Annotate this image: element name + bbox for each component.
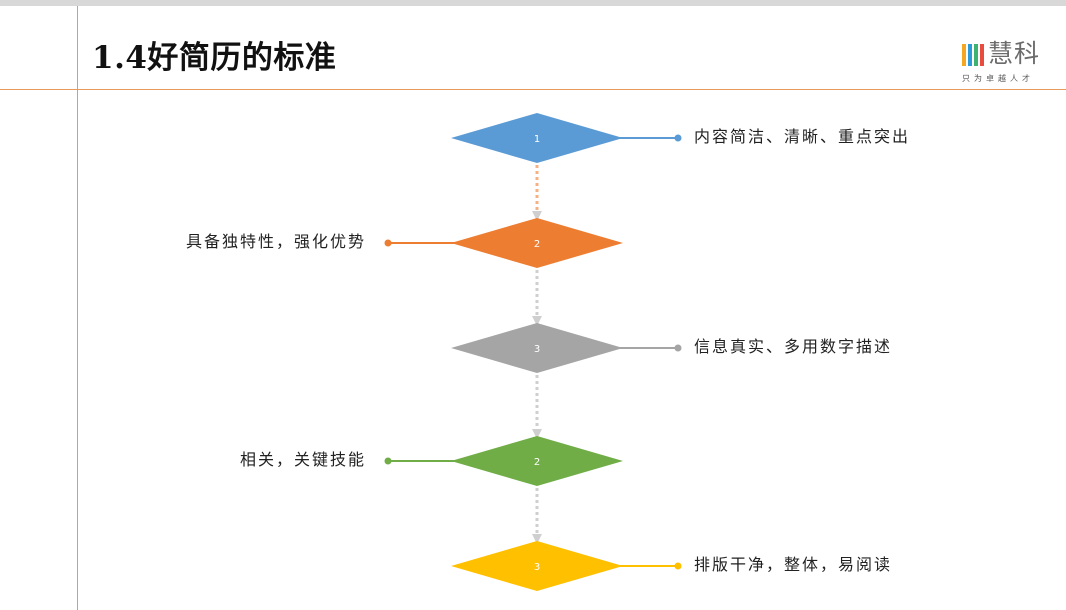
step-label: 内容简洁、清晰、重点突出 <box>694 127 911 146</box>
flow-step-4: 2 <box>384 436 623 486</box>
left-accent-line <box>77 6 78 610</box>
page-title: 1.4好简历的标准 <box>92 40 337 76</box>
logo-name: 慧科 <box>988 39 1041 68</box>
step-label: 排版干净，整体，易阅读 <box>694 555 893 574</box>
logo-slogan: 只为卓越人才 <box>962 74 1034 83</box>
logo-bar-1 <box>962 44 966 66</box>
brand-logo: 慧科 只为卓越人才 <box>962 39 1062 88</box>
flow-step-1: 1 <box>451 113 682 163</box>
step-diamond <box>451 113 623 163</box>
step-leader-dot <box>674 134 682 142</box>
step-leader-dot <box>674 344 682 352</box>
logo-bar-4 <box>980 44 984 66</box>
step-leader-dot <box>384 457 392 465</box>
header-underline <box>0 89 1066 90</box>
step-number: 3 <box>534 344 540 355</box>
step-number: 1 <box>534 134 540 145</box>
step-number: 2 <box>534 457 540 468</box>
top-bar <box>0 0 1066 6</box>
step-diamond <box>451 323 623 373</box>
step-label: 相关，关键技能 <box>239 450 366 469</box>
flow-step-5: 3 <box>451 541 682 591</box>
step-number: 2 <box>534 239 540 250</box>
step-number: 3 <box>534 562 540 573</box>
step-diamond <box>451 218 623 268</box>
logo-bar-3 <box>974 44 978 66</box>
step-leader-dot <box>674 562 682 570</box>
step-label: 信息真实、多用数字描述 <box>694 337 893 356</box>
logo-mark-icon <box>962 44 984 66</box>
step-leader-dot <box>384 239 392 247</box>
flow-step-3: 3 <box>451 323 682 373</box>
step-label: 具备独特性，强化优势 <box>185 232 366 251</box>
step-diamond <box>451 436 623 486</box>
step-diamond <box>451 541 623 591</box>
flow-step-2: 2 <box>384 218 623 268</box>
logo-bar-2 <box>968 44 972 66</box>
